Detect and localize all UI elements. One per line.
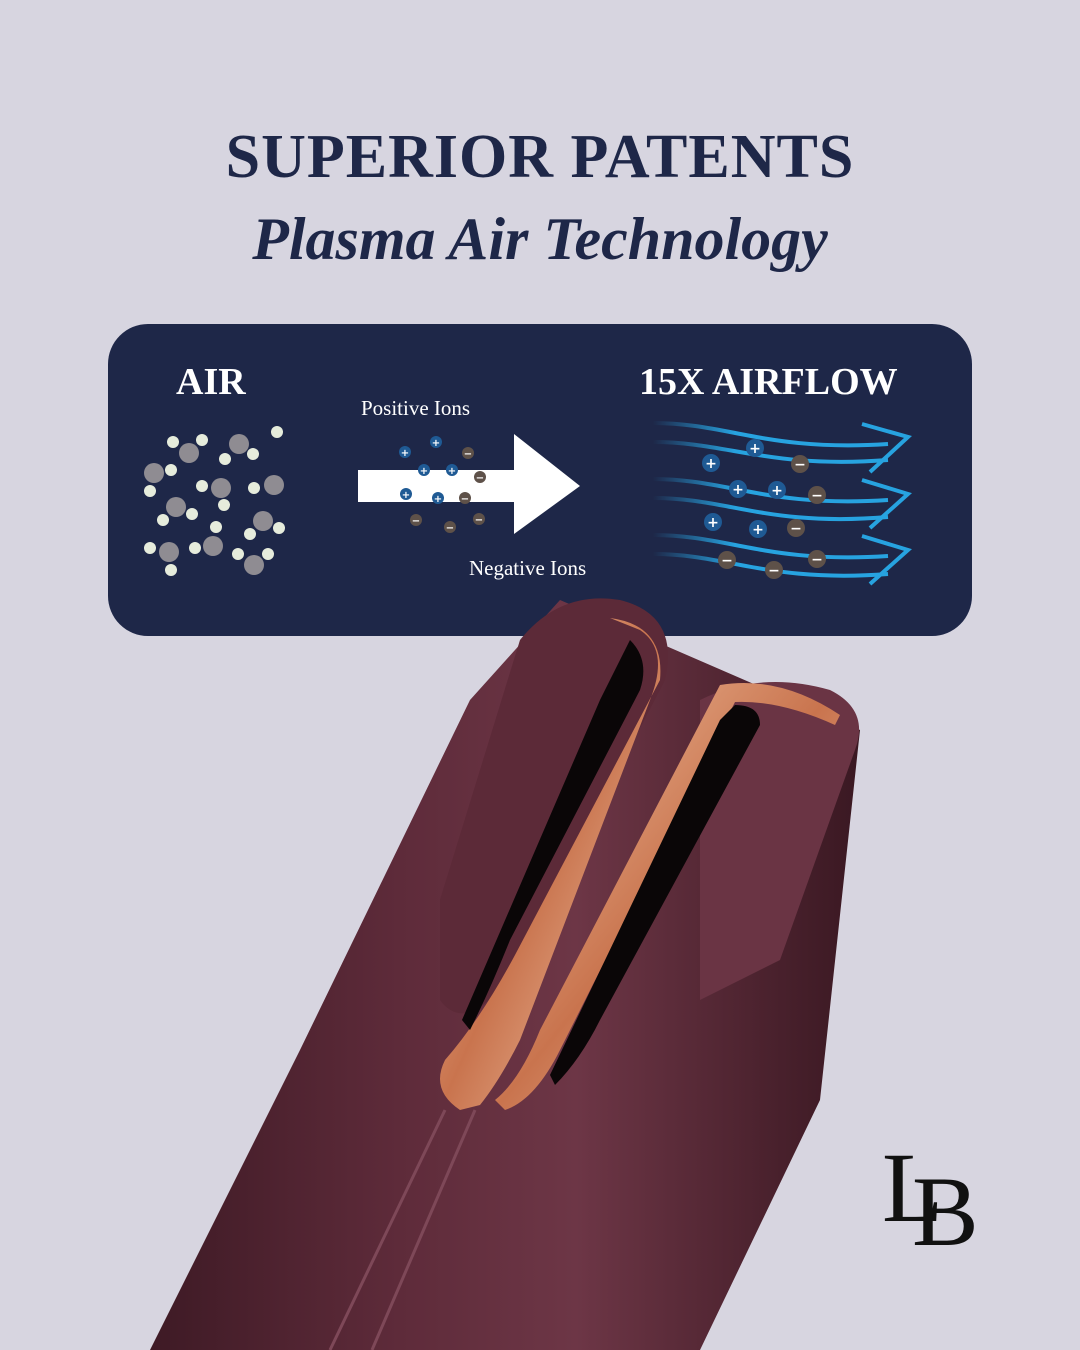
plasma-diagram-panel: AIR Positive Ions Negative Ions 15X AIRF… [108, 324, 972, 636]
air-label: AIR [176, 361, 246, 403]
svg-text:−: − [461, 494, 469, 505]
svg-text:+: + [707, 515, 719, 531]
svg-text:−: − [446, 523, 454, 534]
svg-text:+: + [771, 483, 783, 499]
svg-text:−: − [721, 553, 733, 569]
air-molecules-icon [144, 426, 285, 576]
svg-text:+: + [432, 438, 440, 449]
svg-text:−: − [412, 516, 420, 527]
svg-text:+: + [448, 466, 456, 477]
svg-text:+: + [752, 522, 764, 538]
svg-text:−: − [811, 488, 823, 504]
svg-text:+: + [732, 482, 744, 498]
svg-text:−: − [464, 449, 472, 460]
svg-text:+: + [705, 456, 717, 472]
svg-text:−: − [768, 563, 780, 579]
negative-ions-label: Negative Ions [469, 556, 587, 580]
positive-ions-label: Positive Ions [361, 396, 471, 420]
svg-text:−: − [794, 457, 806, 473]
negative-ion-icons [410, 447, 486, 533]
svg-text:+: + [420, 466, 428, 477]
airflow-arrows-icon: +++ +++ −−− −−− [652, 421, 912, 586]
ionization-arrow-icon: +++ +++ −−− −−− [358, 434, 580, 534]
svg-text:+: + [401, 448, 409, 459]
svg-text:−: − [790, 521, 802, 537]
svg-text:−: − [811, 552, 823, 568]
svg-text:−: − [475, 515, 483, 526]
svg-text:+: + [749, 441, 761, 457]
logo-letter-b: B [912, 1156, 979, 1267]
logo-letter-l: L [882, 1132, 944, 1243]
airflow-label: 15X AIRFLOW [639, 361, 898, 403]
page-title: SUPERIOR PATENTS [225, 123, 855, 191]
svg-text:+: + [402, 490, 410, 501]
svg-text:−: − [476, 473, 484, 484]
svg-text:+: + [434, 494, 442, 505]
page-subtitle: Plasma Air Technology [252, 206, 828, 272]
positive-ion-icons [399, 436, 458, 504]
